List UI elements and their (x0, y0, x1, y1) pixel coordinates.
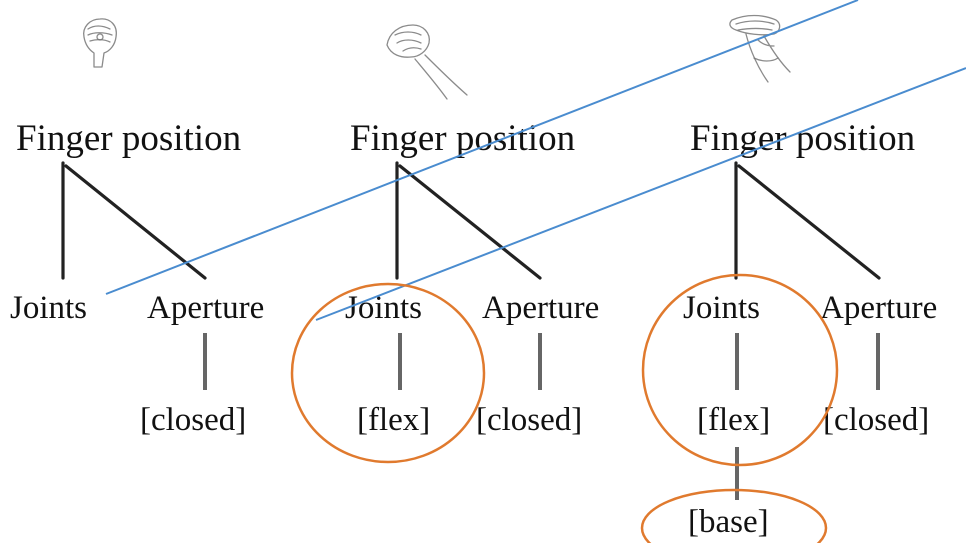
connector-line-1 (105, 0, 859, 295)
tree-1-aperture-value: [closed] (140, 402, 246, 438)
tree-1: Finger position Joints Aperture [closed] (10, 118, 264, 438)
tree-3-branch-right (737, 164, 881, 280)
tree-3-joints-value: [flex] (697, 402, 770, 438)
tree-1-branch-right (64, 164, 207, 280)
tree-3-joints-label: Joints (683, 290, 760, 326)
tree-2-branch-right (398, 164, 542, 280)
tree-3-root-label: Finger position (690, 118, 915, 159)
tree-1-root-label: Finger position (16, 118, 241, 159)
tree-3-aperture-label: Aperture (820, 290, 937, 326)
tree-1-joints-label: Joints (10, 290, 87, 326)
tree-2-aperture-label: Aperture (482, 290, 599, 326)
tree-3-aperture-value: [closed] (823, 402, 929, 438)
connector-line-2 (315, 67, 966, 321)
tree-3-base-value: [base] (688, 504, 769, 540)
bent-fingers-hand-icon (386, 24, 468, 100)
tree-2: Finger position Joints Aperture [flex] [… (345, 118, 599, 438)
highlight-ellipse-joints-flex-2 (290, 282, 486, 464)
flat-fingers-hand-icon (729, 14, 791, 83)
tree-2-joints-label: Joints (345, 290, 422, 326)
tree-2-joints-value: [flex] (357, 402, 430, 438)
tree-3: Finger position Joints Aperture [flex] [… (683, 118, 937, 540)
highlight-ellipse-joints-flex-3 (641, 273, 839, 467)
fist-hand-icon (83, 18, 117, 68)
tree-2-aperture-value: [closed] (476, 402, 582, 438)
highlight-ellipse-base (640, 488, 828, 543)
tree-1-aperture-label: Aperture (147, 290, 264, 326)
